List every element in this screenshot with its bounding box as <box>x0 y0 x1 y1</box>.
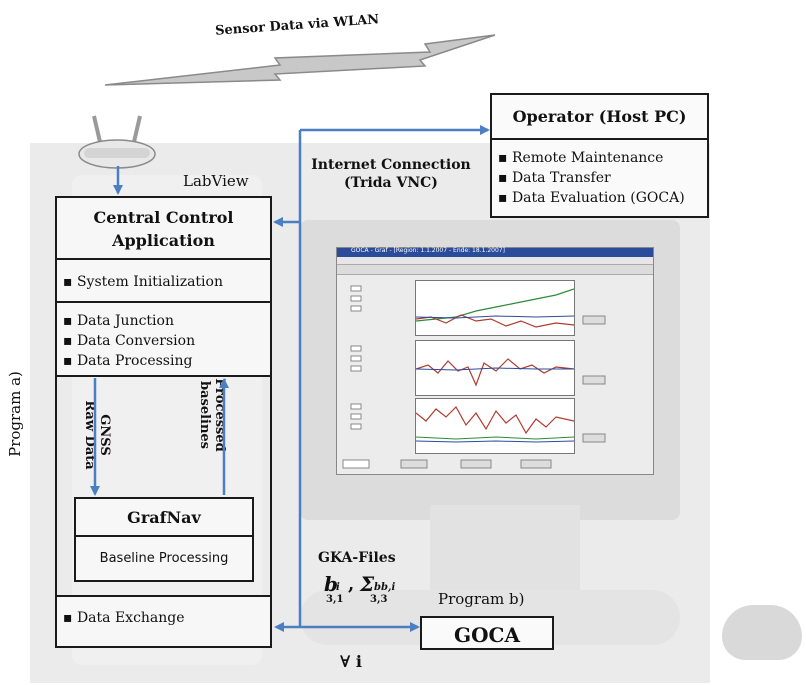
screenshot-bottom-controls <box>341 456 641 472</box>
system-init-box: ▪ System Initialization <box>55 258 272 303</box>
screenshot-titlebar: GOCA - Graf - [Region: 1.1.2007 - Ende: … <box>337 247 653 257</box>
operator-box: Operator (Host PC) <box>490 93 709 140</box>
screenshot-plot-panel <box>415 398 575 454</box>
screenshot-plot-panel <box>415 340 575 396</box>
baseline-processing-label: Baseline Processing <box>99 551 229 566</box>
formula-comma: , <box>348 574 355 595</box>
formula-sigma: Σ <box>360 572 375 596</box>
operator-item: ▪ Remote Maintenance <box>498 150 664 166</box>
screenshot-title: GOCA - Graf - [Region: 1.1.2007 - Ende: … <box>351 247 505 254</box>
operator-title: Operator (Host PC) <box>512 107 687 126</box>
formula-sigma-dims: 3,3 <box>370 594 388 605</box>
screenshot-toolbar <box>337 265 653 275</box>
central-control-title-box: Central Control Application <box>55 196 272 260</box>
data-junction-label: ▪ Data Junction <box>63 313 174 329</box>
data-exchange-box: ▪ Data Exchange <box>55 595 272 648</box>
formula-b-dims: 3,1 <box>326 594 344 605</box>
screenshot-plot-panel <box>415 280 575 336</box>
formula-sigma-sub: bb,i <box>374 582 396 593</box>
data-processing-label: ▪ Data Processing <box>63 353 193 369</box>
screenshot-right-controls <box>579 340 651 396</box>
data-processing-box: ▪ Data Junction ▪ Data Conversion ▪ Data… <box>55 301 272 377</box>
baseline-processing-box: Baseline Processing <box>74 535 254 582</box>
screenshot-right-controls <box>579 280 651 336</box>
operator-items-box: ▪ Remote Maintenance ▪ Data Transfer ▪ D… <box>490 138 709 218</box>
goca-box: GOCA <box>420 616 554 650</box>
goca-graf-screenshot: GOCA - Graf - [Region: 1.1.2007 - Ende: … <box>336 247 654 475</box>
operator-item: ▪ Data Evaluation (GOCA) <box>498 190 685 206</box>
mouse-icon <box>722 605 802 660</box>
wireless-signal-icon <box>104 34 496 86</box>
internet-connection-label: Internet Connection (Trida VNC) <box>311 157 471 191</box>
data-conversion-label: ▪ Data Conversion <box>63 333 196 349</box>
screenshot-menubar <box>337 257 653 265</box>
goca-label: GOCA <box>454 623 520 647</box>
formula-b: b <box>324 572 338 596</box>
background-monitor-stand <box>430 505 580 595</box>
router-icon <box>78 115 156 169</box>
screenshot-right-controls <box>579 398 651 454</box>
screenshot-side-controls <box>341 280 413 336</box>
gka-formula: b i 3,1 , Σ bb,i 3,3 <box>322 572 432 622</box>
screenshot-side-controls <box>341 398 413 454</box>
gka-files-label: GKA-Files <box>318 550 396 566</box>
data-exchange-label: ▪ Data Exchange <box>63 610 185 626</box>
grafnav-title: GrafNav <box>127 508 201 527</box>
labview-label: LabView <box>183 172 249 190</box>
screenshot-side-controls <box>341 340 413 396</box>
forall-label: ∀ i <box>340 652 362 671</box>
operator-item: ▪ Data Transfer <box>498 170 611 186</box>
formula-b-sub: i <box>336 582 340 593</box>
system-initialization-label: ▪ System Initialization <box>63 274 223 290</box>
central-control-title: Central Control Application <box>93 208 234 250</box>
program-b-label: Program b) <box>438 590 525 608</box>
